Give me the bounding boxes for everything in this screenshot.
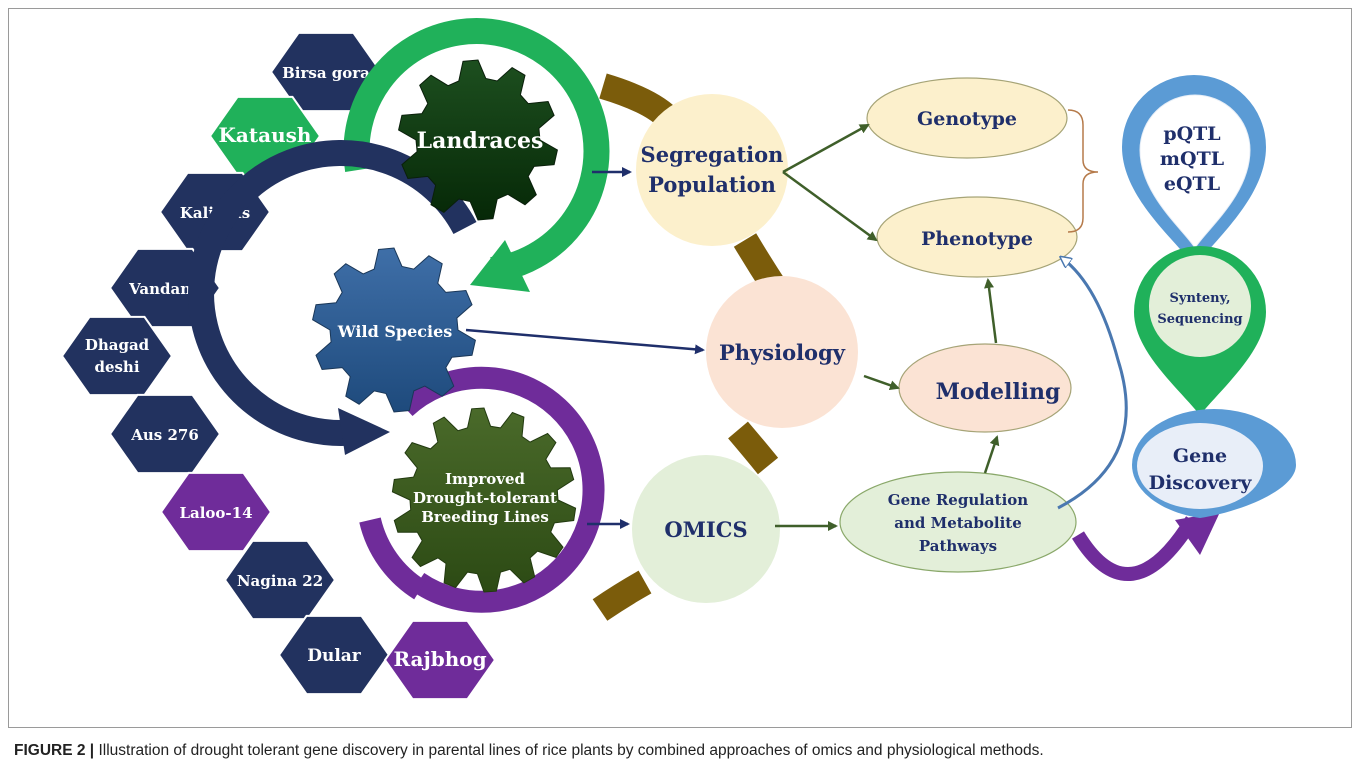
landraces-label: Landraces (417, 128, 544, 154)
variety-label: Nagina 22 (237, 572, 323, 590)
gene-discovery-label-line2: Discovery (1149, 472, 1253, 494)
synteny-label-line1: Synteny, (1170, 291, 1231, 306)
caption-label: FIGURE 2 | (14, 742, 95, 759)
landraces-cycle-arrow (343, 18, 610, 292)
physiology-node (706, 276, 858, 428)
segregation-label-line1: Segregation (641, 142, 784, 167)
variety-label: Birsa gora (282, 64, 370, 82)
pqtl-label: pQTL (1163, 123, 1220, 145)
variety-hexagon (383, 619, 497, 701)
variety-label: Kataush (219, 123, 312, 147)
omics-node (632, 455, 780, 603)
gene-regulation-node (839, 471, 1077, 573)
wild-species-label: Wild Species (337, 322, 453, 341)
synteny-pin (1134, 246, 1266, 415)
improved-lines-gear-icon (391, 407, 577, 593)
variety-label: deshi (94, 358, 139, 376)
variety-hexagon (277, 614, 391, 696)
variety-label: Laloo-14 (179, 504, 252, 522)
gene-regulation-label-line1: Gene Regulation (888, 491, 1028, 509)
physiology-label: Physiology (719, 340, 846, 365)
genotype-phenotype-brace (1067, 109, 1099, 233)
gene-discovery-label-line1: Gene (1173, 445, 1227, 467)
figure-caption: FIGURE 2 | Illustration of drought toler… (14, 742, 1344, 760)
variety-hexagon (159, 471, 273, 553)
modelling-label: Modelling (936, 379, 1061, 405)
variety-label: Dular (307, 646, 362, 666)
improved-label-line3: Breeding Lines (421, 508, 549, 526)
variety-label: Vandana (128, 280, 201, 298)
phenotype-label: Phenotype (921, 228, 1033, 250)
gene-discovery-pin (1132, 409, 1296, 518)
figure-frame (8, 8, 1352, 728)
segregation-label-line2: Population (648, 172, 776, 197)
caption-text: Illustration of drought tolerant gene di… (98, 742, 1044, 759)
omics-label: OMICS (664, 517, 747, 542)
variety-label: Dhagad (85, 336, 150, 354)
variety-label: Rajbhog (393, 647, 486, 671)
wild-species-gear-icon (312, 247, 476, 413)
synteny-label-line2: Sequencing (1157, 312, 1242, 327)
improved-label-line1: Improved (445, 470, 526, 488)
improved-label-line2: Drought-tolerant (413, 489, 557, 507)
genotype-node (866, 77, 1068, 159)
gene-regulation-label-line2: and Metabolite (894, 514, 1022, 532)
flow-arrows (465, 123, 1220, 581)
qtl-pin (1122, 75, 1266, 268)
landraces-gear-icon (398, 59, 558, 221)
gene-regulation-label-line3: Pathways (919, 537, 997, 555)
variety-hexagon (60, 315, 174, 397)
variety-label: Aus 276 (130, 426, 199, 444)
segregation-population-node (636, 94, 788, 246)
improved-cycle-ring (359, 366, 605, 613)
wild-species-cycle-arrow (188, 140, 477, 455)
mqtl-label: mQTL (1160, 148, 1224, 170)
genotype-label: Genotype (917, 108, 1017, 130)
eqtl-label: eQTL (1164, 173, 1220, 195)
